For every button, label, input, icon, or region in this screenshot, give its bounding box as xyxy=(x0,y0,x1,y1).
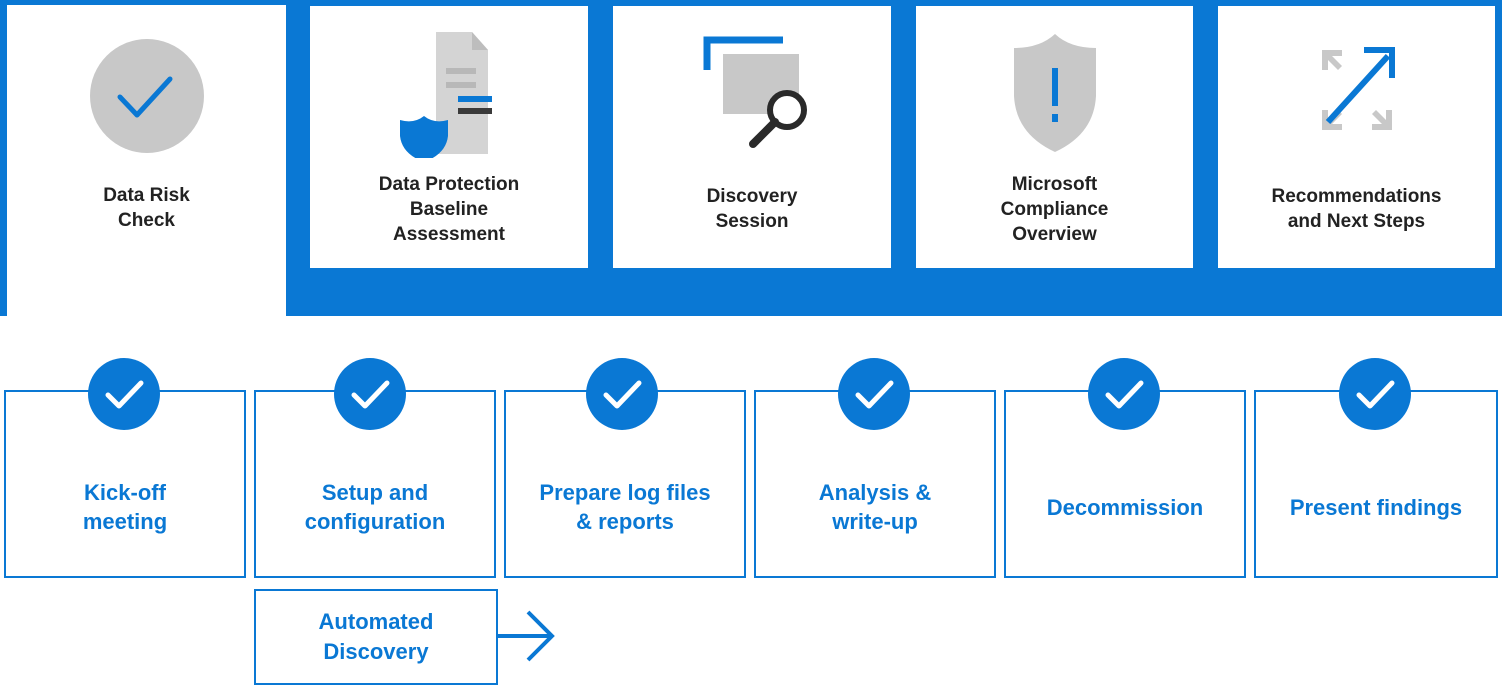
phase-title: Data Risk Check xyxy=(103,185,190,231)
checkmark-icon xyxy=(1088,358,1160,430)
sub-step-title: Automated Discovery xyxy=(318,609,434,664)
expand-arrows-icon xyxy=(1321,47,1395,130)
checkmark-icon xyxy=(88,358,160,430)
arrow-right-icon xyxy=(498,610,555,662)
phase-title: Discovery Session xyxy=(706,186,798,232)
step-title: Prepare log files & reports xyxy=(539,480,711,534)
checkmark-circle-icon xyxy=(89,39,204,153)
checkmark-icon xyxy=(334,358,406,430)
step-title: Decommission xyxy=(1046,494,1204,520)
phase-card-recommendations[interactable]: Recommendations and Next Steps xyxy=(1218,6,1495,268)
step-decommission[interactable]: Decommission xyxy=(1004,390,1246,578)
step-kick-off-meeting[interactable]: Kick-off meeting xyxy=(4,390,246,578)
step-title: Analysis & write-up xyxy=(818,480,932,534)
step-title: Kick-off meeting xyxy=(82,480,168,534)
sub-step-automated-discovery[interactable]: Automated Discovery xyxy=(254,589,498,685)
shield-exclamation-icon xyxy=(1013,34,1096,152)
checkmark-icon xyxy=(838,358,910,430)
step-title: Setup and configuration xyxy=(304,480,446,534)
phase-title: Recommendations and Next Steps xyxy=(1271,186,1442,232)
phase-card-discovery-session[interactable]: Discovery Session xyxy=(613,6,891,268)
phase-card-data-risk-check[interactable]: Data Risk Check xyxy=(7,5,286,325)
document-shield-icon xyxy=(400,32,492,158)
phase-card-compliance-overview[interactable]: Microsoft Compliance Overview xyxy=(916,6,1193,268)
checkmark-icon xyxy=(586,358,658,430)
step-title: Present findings xyxy=(1289,494,1463,520)
phase-title: Microsoft Compliance Overview xyxy=(1000,173,1109,245)
phase-title: Data Protection Baseline Assessment xyxy=(378,173,520,245)
checkmark-icon xyxy=(1339,358,1411,430)
phase-card-baseline-assessment[interactable]: Data Protection Baseline Assessment xyxy=(310,6,588,268)
window-magnifier-icon xyxy=(703,36,807,148)
